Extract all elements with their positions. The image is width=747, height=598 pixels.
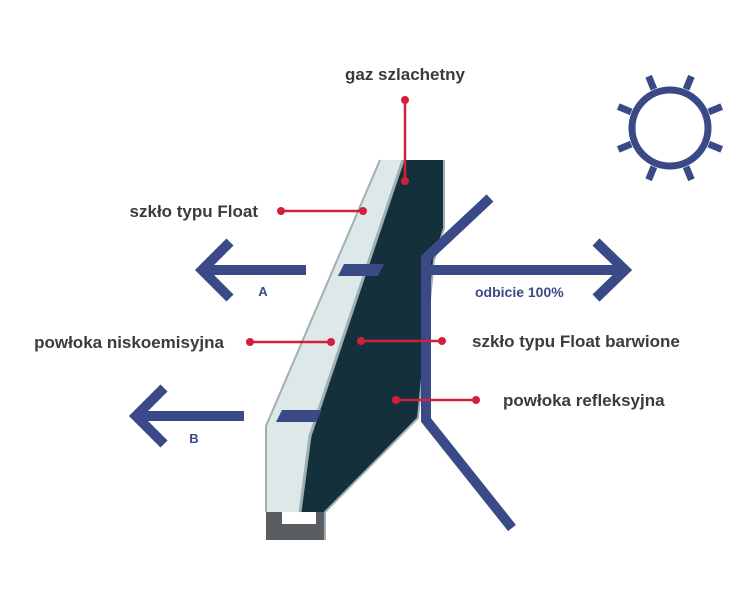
ray-segments — [276, 264, 384, 422]
light-rays — [128, 194, 633, 532]
callout-dot — [392, 396, 400, 404]
callout-dot — [359, 207, 367, 215]
callout-dot — [327, 338, 335, 346]
pane-edge-middle — [298, 159, 405, 513]
reflection-arrow-head — [592, 238, 633, 302]
label-low-e-coating: powłoka niskoemisyjna — [34, 333, 224, 352]
ray-segment-a — [338, 264, 384, 276]
incident-ray — [421, 194, 516, 532]
callout-dot — [246, 338, 254, 346]
tinted-pane — [300, 160, 444, 512]
callout-dot — [401, 96, 409, 104]
sun-icon — [616, 74, 724, 182]
sun-ray — [682, 74, 695, 91]
callout-dot — [277, 207, 285, 215]
callouts — [250, 100, 476, 402]
sun-disc — [628, 86, 712, 170]
arrow-a-head — [194, 238, 234, 302]
glass-unit — [265, 159, 445, 540]
ray-segment-b — [276, 410, 322, 422]
callout-dots — [246, 96, 480, 404]
sun-ray — [616, 103, 633, 116]
sun-ray — [682, 165, 695, 182]
sun-ray — [707, 103, 724, 116]
label-tinted-float-glass: szkło typu Float barwione — [472, 332, 680, 351]
callout-dot — [438, 337, 446, 345]
float-pane — [266, 160, 403, 512]
sun-ray — [707, 140, 724, 153]
sun-ray — [645, 165, 658, 182]
label-noble-gas: gaz szlachetny — [345, 65, 466, 84]
label-float-glass: szkło typu Float — [130, 202, 259, 221]
label-reflective-coating: powłoka refleksyjna — [503, 391, 665, 410]
arrow-b-head — [128, 384, 168, 448]
sun-ray — [616, 140, 633, 153]
labels: gaz szlachetny szkło typu Float powłoka … — [34, 65, 680, 446]
label-arrow-b: B — [189, 431, 198, 446]
label-reflection: odbicie 100% — [475, 284, 564, 300]
callout-dot — [472, 396, 480, 404]
callout-dot — [357, 337, 365, 345]
sun-ray — [645, 74, 658, 91]
pane-edge-outer — [265, 159, 381, 512]
callout-dot — [401, 177, 409, 185]
label-arrow-a: A — [258, 284, 268, 299]
